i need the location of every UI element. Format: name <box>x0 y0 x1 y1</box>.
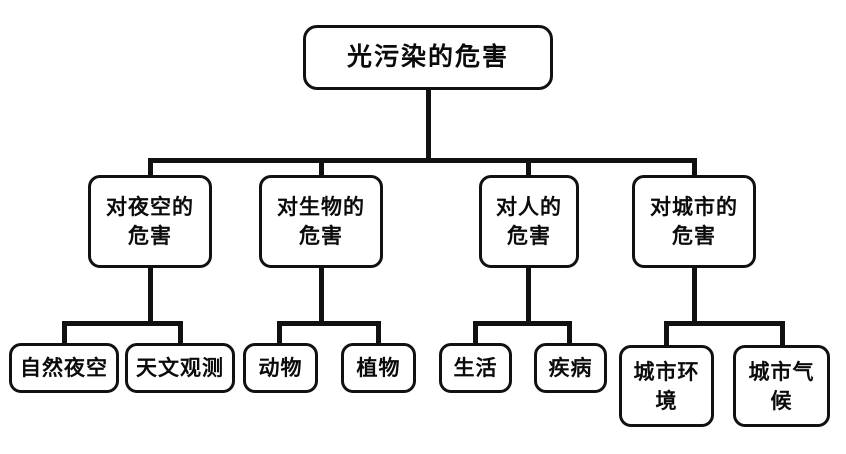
connector-night-sky-to-natural-night-sky <box>62 321 67 345</box>
node-root: 光污染的危害 <box>303 25 553 90</box>
node-city-label: 对城市的 危害 <box>650 194 738 248</box>
connector-city-bus <box>664 321 785 326</box>
node-city: 对城市的 危害 <box>632 175 756 268</box>
node-humans-label: 对人的 危害 <box>496 194 562 248</box>
node-plants: 植物 <box>341 343 416 393</box>
node-natural-night-sky: 自然夜空 <box>9 343 119 393</box>
node-organisms-label: 对生物的 危害 <box>277 194 365 248</box>
connector-humans-bus <box>473 321 572 326</box>
connector-city-stem <box>692 266 697 324</box>
node-urban-environment: 城市环 境 <box>619 345 714 427</box>
node-organisms: 对生物的 危害 <box>259 175 383 268</box>
node-night-sky-label: 对夜空的 危害 <box>106 194 194 248</box>
connector-humans-to-disease <box>567 321 572 345</box>
connector-city-to-urban-environment <box>664 321 669 347</box>
connector-bus-to-organisms <box>319 158 324 178</box>
connector-organisms-bus <box>277 321 381 326</box>
node-daily-life-label: 生活 <box>453 355 498 380</box>
connector-night-sky-stem <box>148 266 153 324</box>
connector-main-bus <box>148 158 694 163</box>
node-animals: 动物 <box>243 343 318 393</box>
node-astronomical-observation-label: 天文观测 <box>136 355 224 380</box>
node-root-label: 光污染的危害 <box>346 42 509 71</box>
connector-city-to-urban-climate <box>780 321 785 347</box>
node-night-sky: 对夜空的 危害 <box>88 175 212 268</box>
node-plants-label: 植物 <box>356 355 401 380</box>
connector-night-sky-bus <box>62 321 183 326</box>
connector-bus-to-humans <box>526 158 531 178</box>
node-astronomical-observation: 天文观测 <box>125 343 235 393</box>
node-natural-night-sky-label: 自然夜空 <box>20 355 108 380</box>
connector-humans-stem <box>526 266 531 324</box>
connector-root-stem <box>426 88 431 162</box>
connector-humans-to-daily-life <box>473 321 478 345</box>
node-disease: 疾病 <box>534 343 607 393</box>
node-urban-climate-label: 城市气 候 <box>748 360 815 413</box>
connector-organisms-stem <box>319 266 324 324</box>
node-daily-life: 生活 <box>439 343 512 393</box>
node-disease-label: 疾病 <box>548 355 593 380</box>
connector-organisms-to-plants <box>376 321 381 345</box>
node-urban-environment-label: 城市环 境 <box>633 360 700 413</box>
connector-organisms-to-animals <box>277 321 282 345</box>
node-urban-climate: 城市气 候 <box>733 345 830 427</box>
connector-night-sky-to-astronomical-observation <box>178 321 183 345</box>
connector-bus-to-night-sky <box>148 158 153 178</box>
connector-bus-to-city <box>692 158 697 178</box>
node-humans: 对人的 危害 <box>479 175 579 268</box>
node-animals-label: 动物 <box>258 355 303 380</box>
